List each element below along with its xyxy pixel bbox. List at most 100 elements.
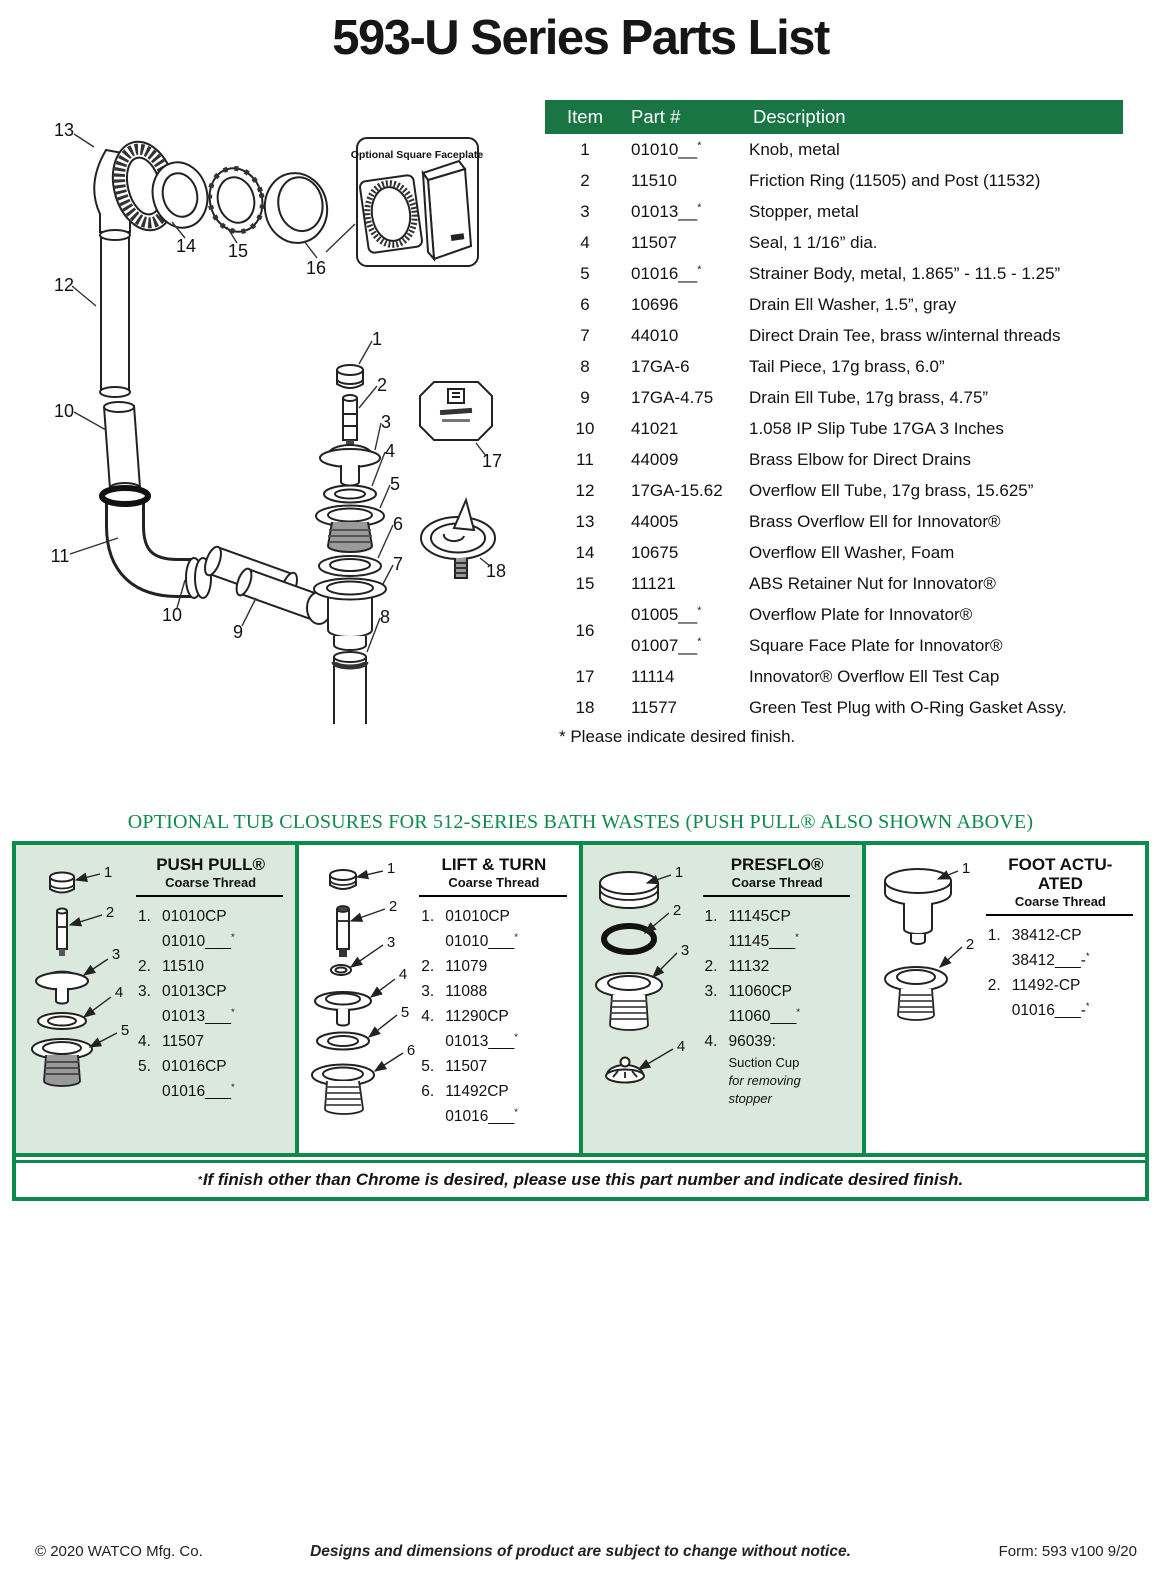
panel-subtitle: Coarse Thread (448, 875, 540, 891)
svg-text:17: 17 (482, 451, 502, 471)
panel-part-line: stopper (728, 1091, 772, 1107)
panel-callouts: 1 2 3 4 (637, 864, 689, 1070)
svg-text:12: 12 (54, 275, 74, 295)
panel-name: FOOT ACTU-ATED (1008, 855, 1113, 894)
footer-notice: Designs and dimensions of product are su… (310, 1543, 851, 1560)
svg-text:1: 1 (387, 860, 395, 877)
panel-subtitle: Coarse Thread (165, 875, 257, 891)
footer-copyright: © 2020 WATCO Mfg. Co. (35, 1543, 203, 1560)
svg-text:5: 5 (121, 1022, 129, 1039)
panel-part-line: 01010___* (162, 931, 235, 951)
panel-part-line: 3.11060CP (704, 983, 792, 1001)
panel-name: PUSH PULL® (156, 855, 266, 874)
panel-part-line: 3.11088 (421, 983, 488, 1001)
divider (702, 895, 850, 898)
col-header-item: Item (567, 106, 603, 127)
svg-text:9: 9 (233, 622, 243, 642)
panel-figure-presflo: 1 2 3 4 (594, 864, 689, 1084)
panel-part-line: 4.11507 (138, 1033, 204, 1051)
divider (136, 895, 284, 898)
divider (985, 914, 1133, 917)
panel-name: LIFT & TURN (441, 855, 547, 874)
svg-text:3: 3 (680, 942, 688, 959)
svg-text:3: 3 (381, 412, 391, 432)
closures-box: 1 2 3 4 5 PUSH PULL® Coarse Thread 1.01010CP… (12, 841, 1149, 1201)
closures-section-title: OPTIONAL TUB CLOSURES FOR 512-SERIES BAT… (127, 811, 1034, 833)
svg-text:15: 15 (228, 241, 248, 261)
panel-part-line: 2.11132 (704, 958, 770, 976)
panel-part-line: 5.11507 (421, 1058, 488, 1076)
panel-part-line: 3.01013CP (138, 983, 227, 1001)
svg-text:1: 1 (962, 860, 970, 877)
panel-part-line: 1.11145CP (704, 908, 791, 926)
svg-text:4: 4 (676, 1038, 684, 1055)
svg-text:3: 3 (112, 946, 120, 963)
panel-part-line: 1.01010CP (138, 908, 227, 926)
svg-text:2: 2 (106, 904, 114, 921)
finish-disclaimer: *If finish other than Chrome is desired,… (16, 1160, 1145, 1197)
svg-text:16: 16 (306, 258, 326, 278)
panel-part-line: 01013___* (162, 1006, 235, 1026)
page-footer: © 2020 WATCO Mfg. Co. Designs and dimens… (0, 1543, 1161, 1565)
panel-part-line: 2.11079 (421, 958, 488, 976)
panel-part-line: for removing (728, 1073, 801, 1089)
panel-subtitle: Coarse Thread (1014, 894, 1106, 910)
panel-part-line: 01013___* (445, 1031, 518, 1051)
panel-part-line: 2.11510 (138, 958, 204, 976)
panel-part-list: 1.01010CP 01010___* 2.11510 3.01013CP 01013_… (136, 904, 285, 1104)
svg-text:14: 14 (176, 236, 196, 256)
svg-text:11: 11 (51, 546, 70, 566)
disclaimer-text: If finish other than Chrome is desired, … (202, 1170, 964, 1189)
svg-text:2: 2 (672, 902, 680, 919)
panel-part-line: 38412___-* (1011, 950, 1090, 970)
panel-part-line: 5.01016CP (138, 1058, 227, 1076)
panel-part-line: 6.11492CP (421, 1083, 509, 1101)
svg-text:6: 6 (407, 1042, 415, 1059)
svg-text:1: 1 (372, 329, 382, 349)
svg-text:4: 4 (385, 441, 395, 461)
panel-part-line: 11145___* (728, 931, 799, 951)
svg-text:5: 5 (401, 1004, 409, 1021)
panel-subtitle: Coarse Thread (731, 875, 823, 891)
col-header-description: Description (753, 106, 846, 127)
svg-text:6: 6 (393, 514, 403, 534)
panel-part-line: Suction Cup (728, 1055, 800, 1071)
closures-panels: 1 2 3 4 5 PUSH PULL® Coarse Thread 1.01010CP… (16, 845, 1145, 1157)
svg-text:1: 1 (674, 864, 682, 881)
svg-text:2: 2 (966, 936, 974, 953)
svg-text:4: 4 (399, 966, 407, 983)
footer-form-number: Form: 593 v100 9/20 (998, 1543, 1137, 1560)
page-title: 593-U Series Parts List (332, 11, 830, 65)
panel-part-line: 2.11492-CP (987, 977, 1081, 995)
svg-text:18: 18 (486, 561, 506, 581)
panel-part-line: 01010___* (445, 931, 518, 951)
